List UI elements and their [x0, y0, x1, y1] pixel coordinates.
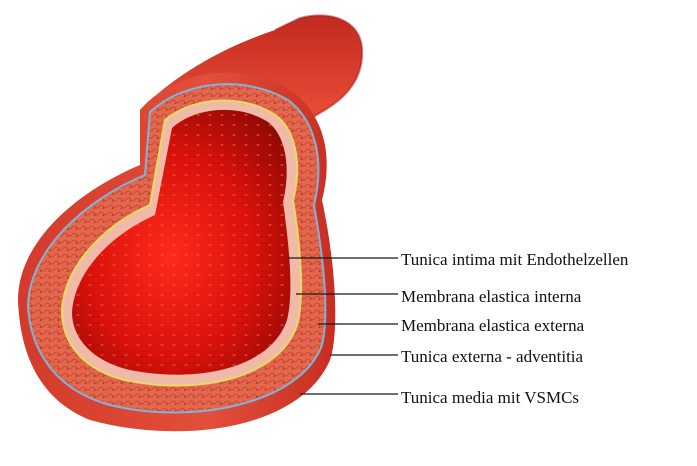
label-tunica-media: Tunica media mit VSMCs [401, 388, 579, 408]
label-membrana-elastica-externa: Membrana elastica externa [401, 316, 584, 336]
label-membrana-elastica-interna: Membrana elastica interna [401, 287, 581, 307]
label-tunica-intima: Tunica intima mit Endothelzellen [401, 250, 628, 270]
label-tunica-externa: Tunica externa - adventitia [401, 347, 583, 367]
